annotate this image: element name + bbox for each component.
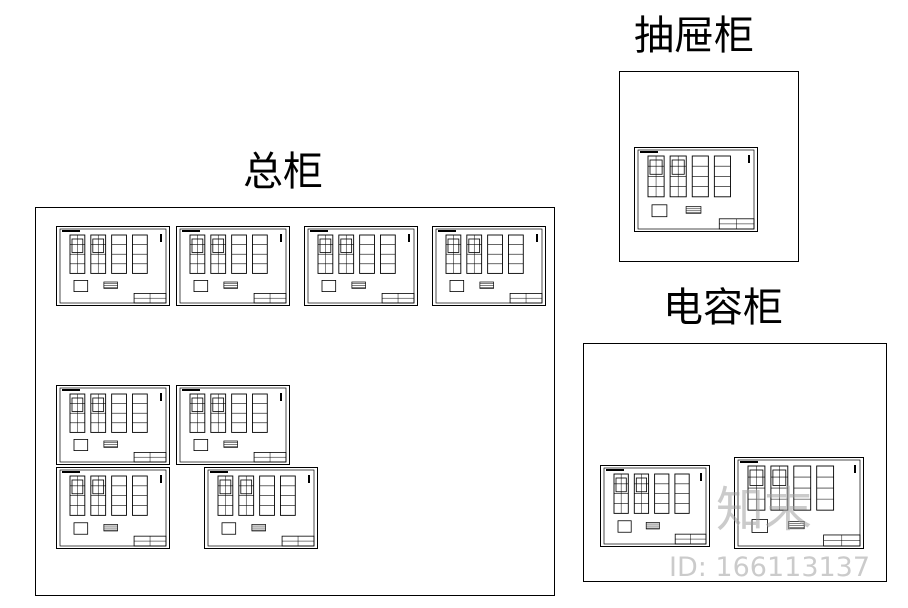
drawing-sheet [600, 465, 710, 547]
drawing-sheet [734, 457, 864, 549]
id-watermark: ID: 166113137 [669, 552, 871, 583]
drawing-sheet [304, 226, 418, 306]
drawing-sheet [204, 467, 318, 549]
drawing-sheet [176, 226, 290, 306]
drawing-sheet [56, 467, 170, 549]
drawing-sheet [176, 385, 290, 465]
brand-watermark: 知末 [716, 482, 813, 538]
drawing-sheet [56, 226, 170, 306]
drawing-sheet [432, 226, 546, 306]
drawing-sheet [634, 147, 758, 232]
drawer-cabinet-label: 抽屉柜 [634, 13, 754, 59]
main-cabinet-label: 总柜 [243, 149, 323, 195]
capacitor-cabinet-label: 电容柜 [663, 285, 783, 331]
drawing-sheet [56, 385, 170, 465]
